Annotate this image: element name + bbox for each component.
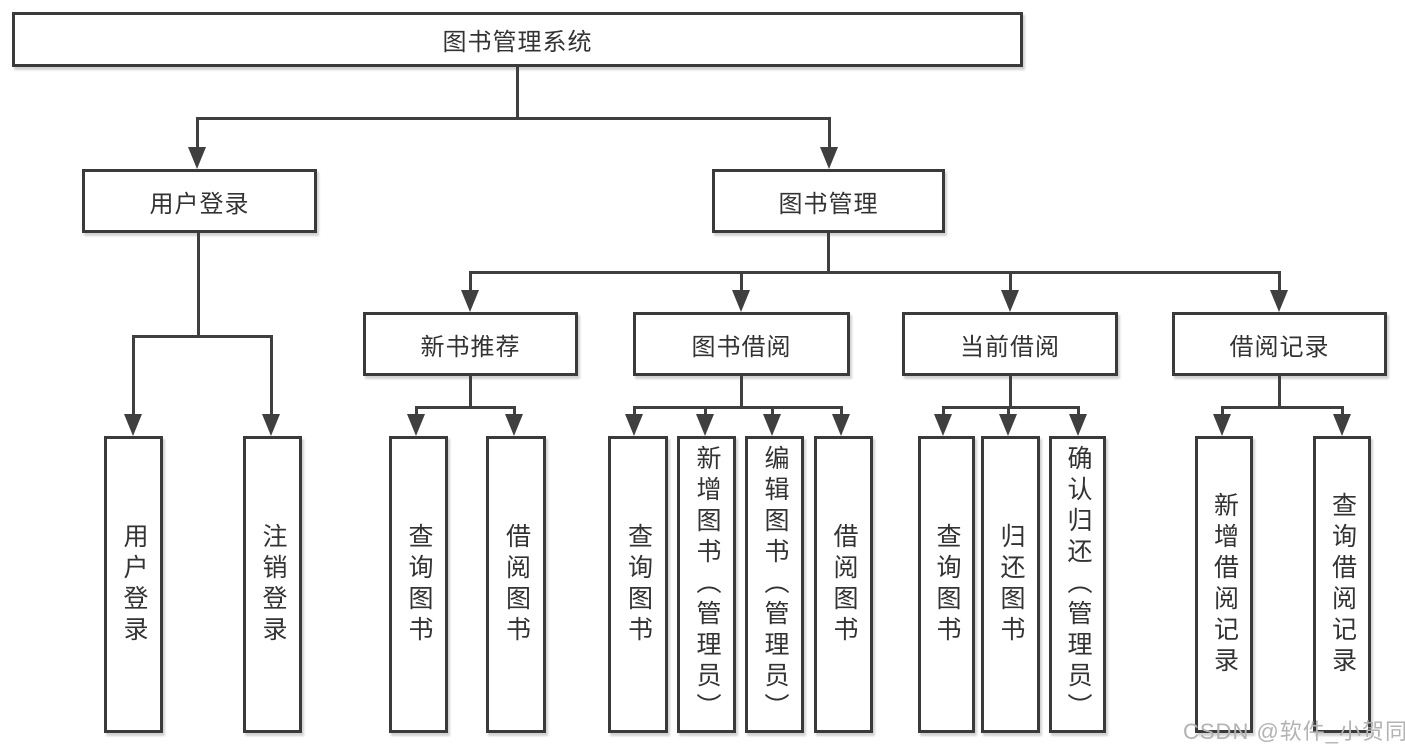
connector-line — [1009, 376, 1012, 409]
connector-line — [132, 335, 273, 338]
leaf-label: 归还图书 — [997, 522, 1025, 647]
connector-line — [828, 117, 831, 149]
connector-line — [196, 117, 199, 149]
node-label: 图书管理 — [778, 190, 879, 218]
connector-line — [1077, 406, 1080, 418]
leaf-confirm-return-admin: 确认归还（管理员） — [1049, 436, 1106, 733]
leaf-borrow-books-1: 借阅图书 — [486, 436, 546, 733]
node-new-book-recommendation: 新书推荐 — [363, 312, 578, 376]
leaf-label: 借阅图书 — [502, 522, 531, 647]
arrow-down-icon — [820, 147, 838, 169]
leaf-label: 新增图书（管理员） — [693, 445, 721, 724]
arrow-down-icon — [262, 414, 280, 436]
connector-line — [704, 406, 707, 418]
leaf-search-books-3: 查询图书 — [918, 436, 975, 733]
connector-line — [1341, 406, 1344, 418]
arrow-down-icon — [999, 414, 1017, 436]
leaf-label: 查询图书 — [405, 522, 433, 647]
node-user-login: 用户登录 — [82, 169, 317, 233]
arrow-down-icon — [934, 414, 952, 436]
arrow-down-icon — [1333, 414, 1351, 436]
arrow-down-icon — [124, 414, 142, 436]
arrow-down-icon — [625, 414, 643, 436]
leaf-return-books: 归还图书 — [981, 436, 1040, 733]
arrow-down-icon — [1001, 290, 1019, 312]
connector-line — [1278, 271, 1281, 292]
connector-line — [270, 335, 273, 416]
leaf-label: 借阅图书 — [830, 522, 858, 647]
connector-line — [942, 406, 945, 418]
connector-line — [740, 376, 743, 409]
leaf-label: 查询图书 — [933, 522, 961, 647]
connector-line — [1221, 406, 1224, 418]
connector-line — [771, 406, 774, 418]
node-book-management: 图书管理 — [712, 169, 945, 233]
connector-line — [942, 406, 1080, 409]
leaf-label: 注销登录 — [259, 522, 287, 647]
arrow-down-icon — [1213, 414, 1231, 436]
connector-line — [469, 376, 472, 409]
leaf-label: 查询借阅记录 — [1328, 491, 1357, 678]
csdn-watermark: CSDN @软件_小贺同学 — [1183, 719, 1405, 744]
arrow-down-icon — [188, 147, 206, 169]
connector-line — [1278, 376, 1281, 409]
node-label: 当前借阅 — [960, 333, 1060, 361]
arrow-down-icon — [832, 414, 850, 436]
connector-line — [132, 335, 135, 416]
node-label: 图书管理系统 — [442, 29, 593, 56]
connector-line — [469, 271, 472, 292]
connector-line — [516, 67, 519, 118]
connector-line — [840, 406, 843, 418]
leaf-search-books-2: 查询图书 — [608, 436, 668, 733]
node-book-borrowing: 图书借阅 — [633, 312, 850, 376]
leaf-edit-books-admin: 编辑图书（管理员） — [745, 436, 804, 733]
leaf-logout: 注销登录 — [243, 436, 302, 733]
leaf-add-borrow-record: 新增借阅记录 — [1195, 436, 1253, 733]
leaf-label: 查询图书 — [624, 522, 653, 647]
connector-line — [1221, 406, 1344, 409]
leaf-search-borrow-record: 查询借阅记录 — [1313, 436, 1371, 733]
connector-line — [633, 406, 843, 409]
node-label: 借阅记录 — [1229, 333, 1330, 361]
connector-line — [415, 406, 516, 409]
leaf-label: 编辑图书（管理员） — [761, 445, 789, 724]
connector-line — [469, 271, 1281, 274]
arrow-down-icon — [732, 290, 750, 312]
connector-line — [415, 406, 418, 418]
node-root-library-system: 图书管理系统 — [12, 12, 1023, 67]
leaf-label: 用户登录 — [120, 522, 148, 647]
leaf-search-books-1: 查询图书 — [389, 436, 448, 733]
leaf-user-login: 用户登录 — [104, 436, 163, 733]
connector-line — [827, 233, 830, 274]
node-label: 用户登录 — [149, 190, 250, 218]
arrow-down-icon — [763, 414, 781, 436]
connector-line — [1009, 271, 1012, 292]
arrow-down-icon — [505, 414, 523, 436]
leaf-borrow-books-2: 借阅图书 — [814, 436, 873, 733]
node-current-borrowing: 当前借阅 — [902, 312, 1118, 376]
connector-line — [513, 406, 516, 418]
leaf-add-books-admin: 新增图书（管理员） — [677, 436, 736, 733]
connector-line — [740, 271, 743, 292]
arrow-down-icon — [1069, 414, 1087, 436]
connector-line — [197, 233, 200, 337]
arrow-down-icon — [407, 414, 425, 436]
leaf-label: 确认归还（管理员） — [1064, 445, 1092, 724]
arrow-down-icon — [1270, 290, 1288, 312]
node-borrowing-records: 借阅记录 — [1172, 312, 1387, 376]
leaf-label: 新增借阅记录 — [1210, 491, 1239, 678]
connector-line — [1007, 406, 1010, 418]
node-label: 新书推荐 — [420, 333, 521, 361]
node-label: 图书借阅 — [691, 333, 792, 361]
arrow-down-icon — [461, 290, 479, 312]
connector-line — [196, 117, 831, 120]
connector-line — [633, 406, 636, 418]
arrow-down-icon — [696, 414, 714, 436]
